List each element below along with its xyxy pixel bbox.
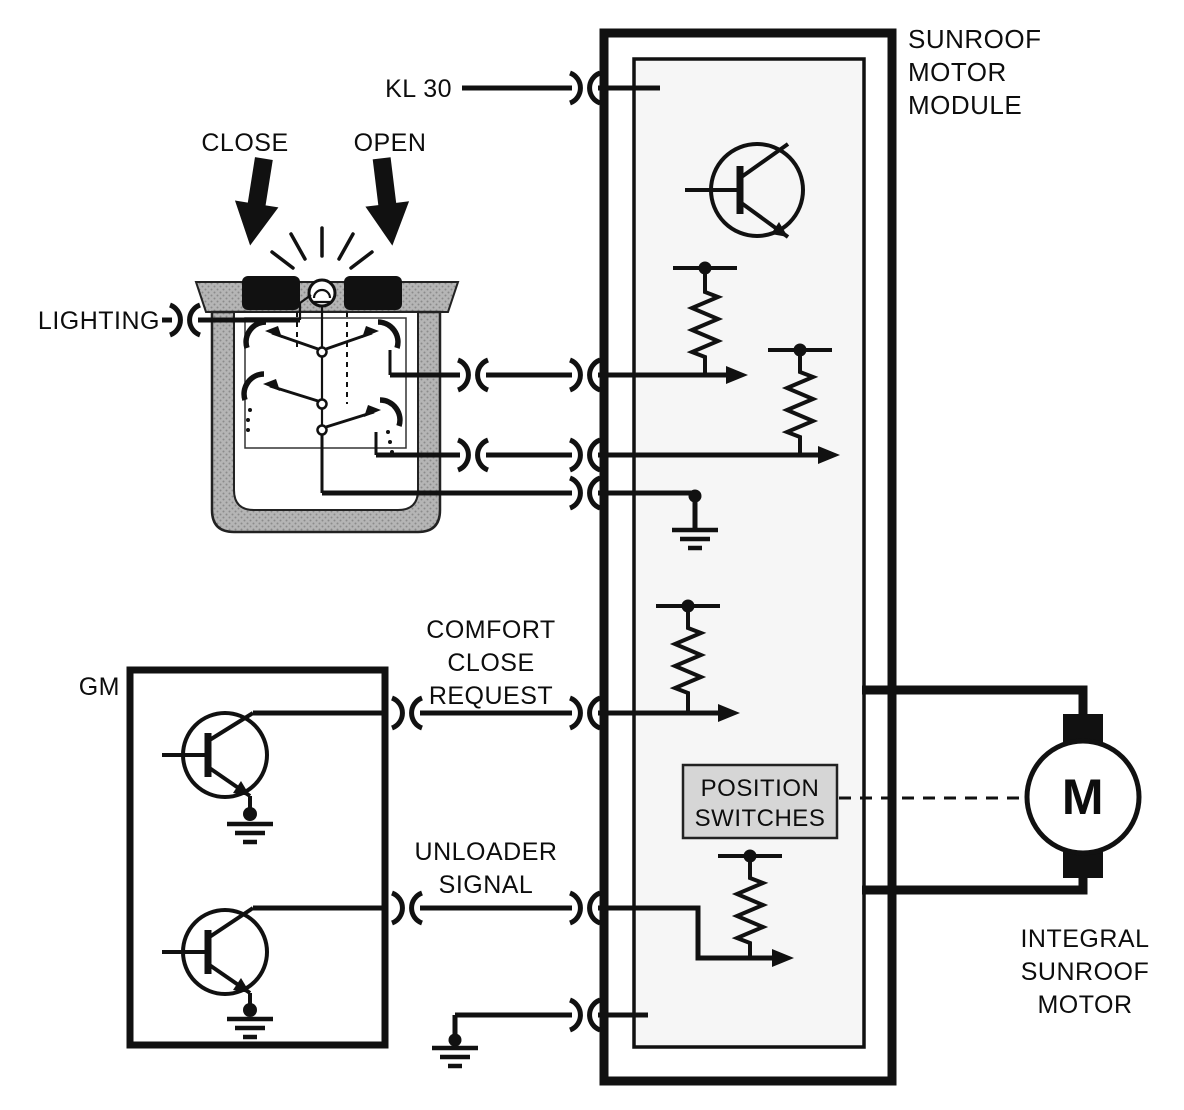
comfort-label-line-2: CLOSE [447, 649, 534, 677]
connector-pair-unloader-b [568, 890, 602, 926]
connector-pair-comfort-a [390, 695, 424, 731]
open-press-arrow [365, 157, 410, 246]
pivot-contact-1 [316, 346, 328, 358]
gm-transistor-lower [162, 905, 385, 1040]
sunroof-switch-assembly: CLOSE OPEN [38, 129, 460, 534]
module-inner-border [632, 57, 866, 1049]
resistor-zigzag-2 [781, 350, 819, 455]
connector-pair-w3 [568, 475, 602, 511]
sunroof-motor-module: SUNROOF MOTOR MODULE [599, 24, 1042, 1086]
gm-transistor-upper [162, 710, 385, 845]
comfort-label-line-3: REQUEST [429, 682, 553, 710]
motor-caption-line-3: MOTOR [1037, 991, 1132, 1019]
signal-arrow-3 [718, 704, 740, 722]
contact-pad-mid-left [241, 371, 265, 401]
comfort-label-line-1: COMFORT [426, 616, 555, 644]
gm-box-border [126, 666, 389, 1049]
switch-signal-wire-2 [376, 437, 840, 473]
motor-terminal-top [1063, 714, 1103, 742]
open-button-cap [344, 276, 402, 310]
module-transistor [685, 142, 805, 239]
motor-supply-wire-bottom [862, 876, 1088, 895]
ground-symbol-gm-lower [227, 1016, 273, 1040]
lighting-label: LIGHTING [38, 307, 160, 335]
junction-dot-bottom-ground [448, 1033, 462, 1047]
open-label: OPEN [354, 129, 427, 157]
lamp-rays-icon [270, 226, 374, 270]
position-switches-line-1: POSITION [701, 775, 820, 802]
module-title-line-1: SUNROOF [908, 24, 1042, 54]
unloader-signal-wire: UNLOADER SIGNAL [390, 838, 794, 967]
module-resistor-1 [673, 261, 737, 375]
ground-symbol-module [672, 527, 718, 551]
resistor-zigzag-4 [731, 856, 769, 958]
motor-caption-line-2: SUNROOF [1021, 958, 1150, 986]
close-press-arrow [234, 157, 279, 246]
gm-control-unit: GM [79, 666, 389, 1049]
motor-caption-line-1: INTEGRAL [1020, 925, 1149, 953]
close-label: CLOSE [201, 129, 288, 157]
position-switches-box: POSITION SWITCHES [681, 763, 839, 840]
resistor-zigzag-3 [669, 606, 707, 713]
motor-circle [1024, 738, 1142, 856]
connector-pair-lighting [168, 302, 202, 338]
bottom-ground-wire [432, 997, 648, 1069]
switch-lamp-icon [307, 278, 337, 308]
comfort-close-request-wire: COMFORT CLOSE REQUEST [390, 616, 740, 731]
transistor-collector [738, 142, 790, 180]
unloader-label-line-2: SIGNAL [439, 871, 534, 899]
module-resistor-4 [718, 849, 782, 958]
connector-pair-w1-a [456, 357, 490, 393]
switch-cavity [233, 311, 419, 511]
pivot-contact-3 [316, 424, 328, 436]
kl30-feed: KL 30 [385, 70, 660, 106]
motor-letter: M [1062, 769, 1104, 825]
resistor-zigzag-1 [686, 268, 724, 375]
module-resistor-2 [768, 343, 832, 455]
kl30-label: KL 30 [385, 75, 452, 103]
signal-arrow-2 [818, 446, 840, 464]
switch-contact-mechanism [241, 306, 407, 493]
module-title-line-2: MOTOR [908, 57, 1007, 87]
integral-sunroof-motor: M INTEGRAL SUNROOF MOTOR [862, 685, 1150, 1019]
pivot-contact-2 [316, 398, 328, 410]
motor-supply-wire-top [862, 685, 1088, 716]
contact-dotted-trails [246, 408, 394, 454]
module-title-line-3: MODULE [908, 90, 1022, 120]
connector-pair-w2-b [568, 437, 602, 473]
contact-pad-top-right [377, 319, 401, 349]
contact-pad-bottom-right [379, 397, 403, 427]
module-resistor-3 [656, 599, 720, 713]
connector-pair-bottom [568, 997, 602, 1033]
connector-pair-comfort-b [568, 695, 602, 731]
connector-pair-w1-b [568, 357, 602, 393]
connector-pair-unloader-a [390, 890, 424, 926]
signal-arrow-4 [772, 949, 794, 967]
ground-symbol-bottom [432, 1045, 478, 1069]
close-button-cap [242, 276, 300, 310]
ground-symbol-gm-upper [227, 821, 273, 845]
connector-pair-w2-a [456, 437, 490, 473]
gm-label: GM [79, 673, 120, 701]
connector-pair-kl30 [568, 70, 602, 106]
lighting-feed: LIGHTING [38, 294, 312, 338]
position-switches-line-2: SWITCHES [695, 805, 826, 832]
unloader-label-line-1: UNLOADER [415, 838, 558, 866]
switch-ground-wire [322, 475, 718, 551]
signal-arrow-1 [726, 366, 748, 384]
